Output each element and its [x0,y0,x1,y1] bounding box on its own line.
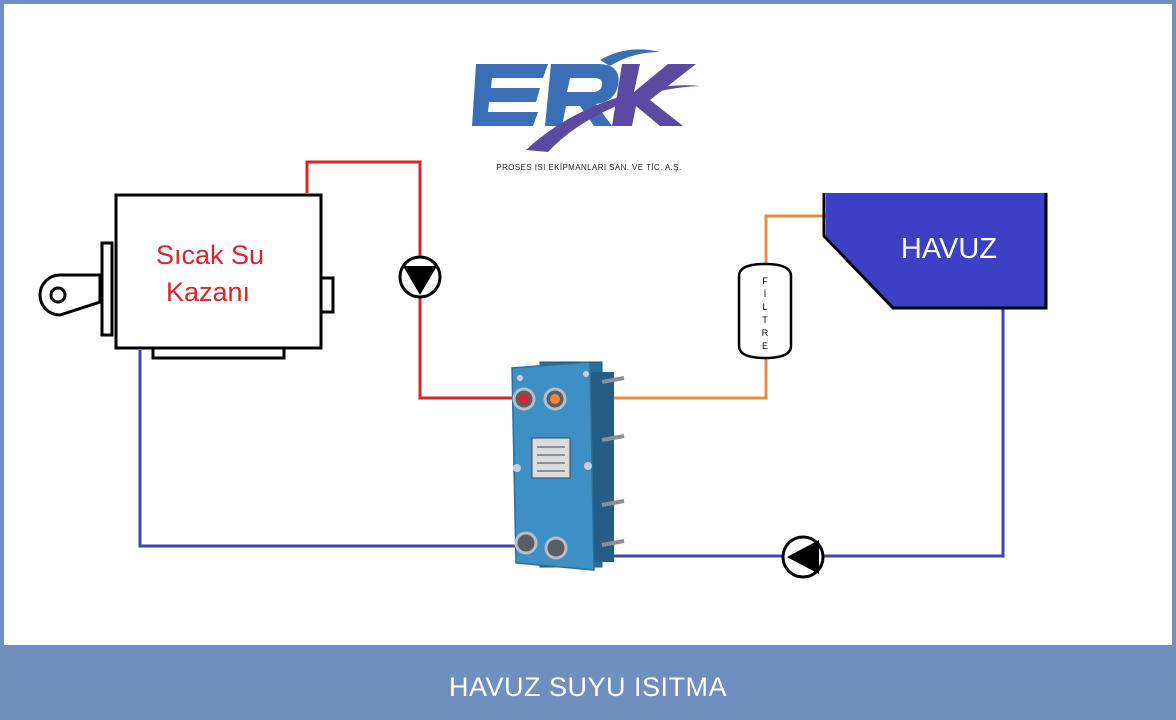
boiler-return-pipe [138,350,525,548]
burner-fan-icon [38,273,102,317]
pool-inlet-pipe [556,358,768,400]
pool-label: HAVUZ [901,233,997,265]
pool-outlet-pipe [580,308,1005,558]
logo: PROSES ISI EKİPMANLARI SAN. VE TİC. A.Ş. [472,48,706,192]
diagram-caption: HAVUZ SUYU ISITMA [448,672,728,702]
filter-icon: F İ L T R E [737,262,793,360]
boiler-label-line1: Sıcak Su [156,240,264,270]
filter-letter: L [762,302,767,312]
filter-letter: E [762,341,768,351]
pump-icon [781,535,825,579]
filter-letter: T [762,315,768,325]
logo-tagline: PROSES ISI EKİPMANLARI SAN. VE TİC. A.Ş. [496,163,681,172]
pool-tank: HAVUZ [822,193,1048,310]
filter-letter: F [762,276,768,286]
caption-bar: HAVUZ SUYU ISITMA [0,645,1176,720]
pump-icon [398,255,442,299]
filter-letter: İ [764,289,767,299]
hot-supply-pipe [305,160,522,400]
filter-letter: R [762,328,769,338]
pool-inlet-pipe-upper [764,214,826,266]
schematic-diagram: Sıcak Su Kazanı F İ L T R E HAVUZ [38,48,1048,579]
boiler-label-line2: Kazanı [166,277,250,307]
hot-water-boiler: Sıcak Su Kazanı [38,193,335,360]
plate-heat-exchanger-icon [511,361,625,571]
